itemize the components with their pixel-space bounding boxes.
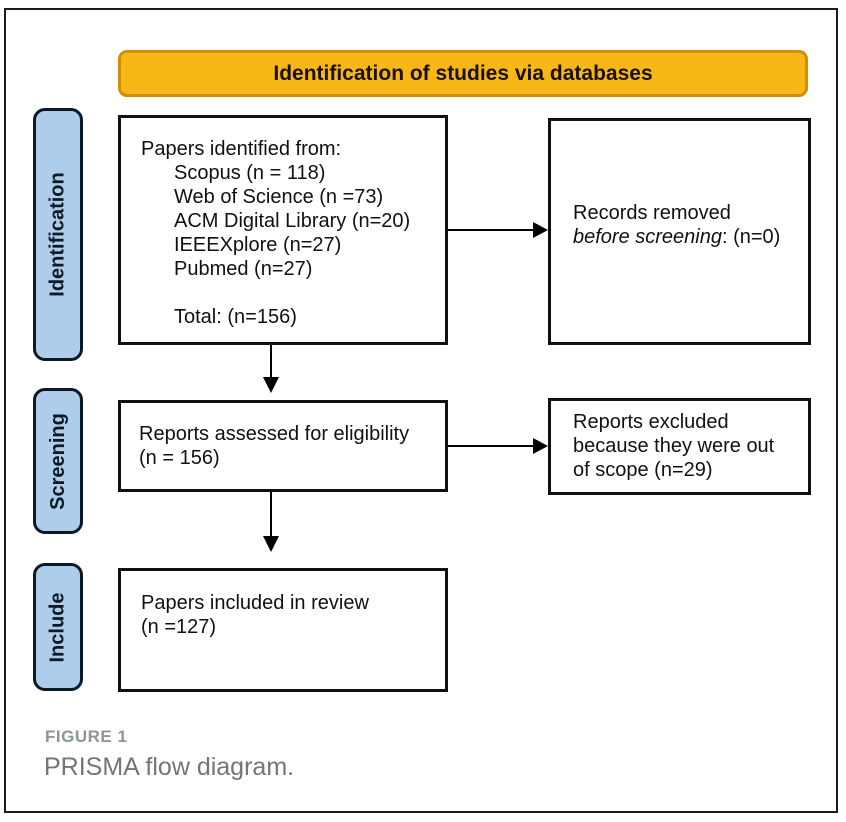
box-papers-identified: Papers identified from: Scopus (n = 118)… <box>118 115 448 345</box>
included-line1: Papers included in review <box>141 592 369 614</box>
arrow-identified-to-removed-line <box>448 229 535 231</box>
arrow-assessed-to-excluded-head-icon <box>533 438 548 454</box>
box-papers-included: Papers included in review (n =127) <box>118 568 448 692</box>
stage-label-identification: Identification <box>46 172 69 297</box>
arrow-assessed-to-included-line <box>270 492 272 537</box>
removed-line2-italic: before screening <box>573 225 722 248</box>
identified-source-ieee: IEEEXplore (n=27) <box>174 234 342 256</box>
box-reports-excluded: Reports excluded because they were out o… <box>548 398 811 495</box>
identified-source-wos: Web of Science (n =73) <box>174 186 384 208</box>
stage-label-include: Include <box>46 591 69 663</box>
removed-line2: before screening: (n=0) <box>573 225 800 249</box>
box-reports-assessed: Reports assessed for eligibility (n = 15… <box>118 400 448 492</box>
identified-intro: Papers identified from: <box>141 138 342 160</box>
arrow-identified-to-assessed-head-icon <box>263 377 279 393</box>
arrow-assessed-to-included-head-icon <box>263 536 279 552</box>
box-records-removed: Records removed before screening: (n=0) <box>548 118 811 345</box>
excluded-text: Reports excluded because they were out o… <box>573 411 775 481</box>
arrow-identified-to-removed-head-icon <box>533 222 548 238</box>
removed-line2-rest: : (n=0) <box>721 225 781 248</box>
stage-box-screening: Screening <box>33 388 83 534</box>
diagram-header-banner: Identification of studies via databases <box>118 50 808 97</box>
removed-line1: Records removed <box>573 201 731 224</box>
identified-source-pubmed: Pubmed (n=27) <box>174 258 313 280</box>
stage-box-identification: Identification <box>33 108 83 361</box>
figure-caption-label: FIGURE 1 <box>45 727 128 746</box>
identified-total: Total: (n=156) <box>174 306 297 328</box>
arrow-assessed-to-excluded-line <box>448 445 535 447</box>
assessed-line1: Reports assessed for eligibility <box>139 423 410 445</box>
identified-source-acm: ACM Digital Library (n=20) <box>174 210 411 232</box>
figure-caption-title: PRISMA flow diagram. <box>44 753 295 781</box>
included-line2: (n =127) <box>141 616 217 638</box>
stage-label-screening: Screening <box>46 412 69 510</box>
identified-source-scopus: Scopus (n = 118) <box>174 162 326 184</box>
arrow-identified-to-assessed-line <box>270 345 272 378</box>
stage-box-include: Include <box>33 563 83 691</box>
assessed-line2: (n = 156) <box>139 447 220 469</box>
